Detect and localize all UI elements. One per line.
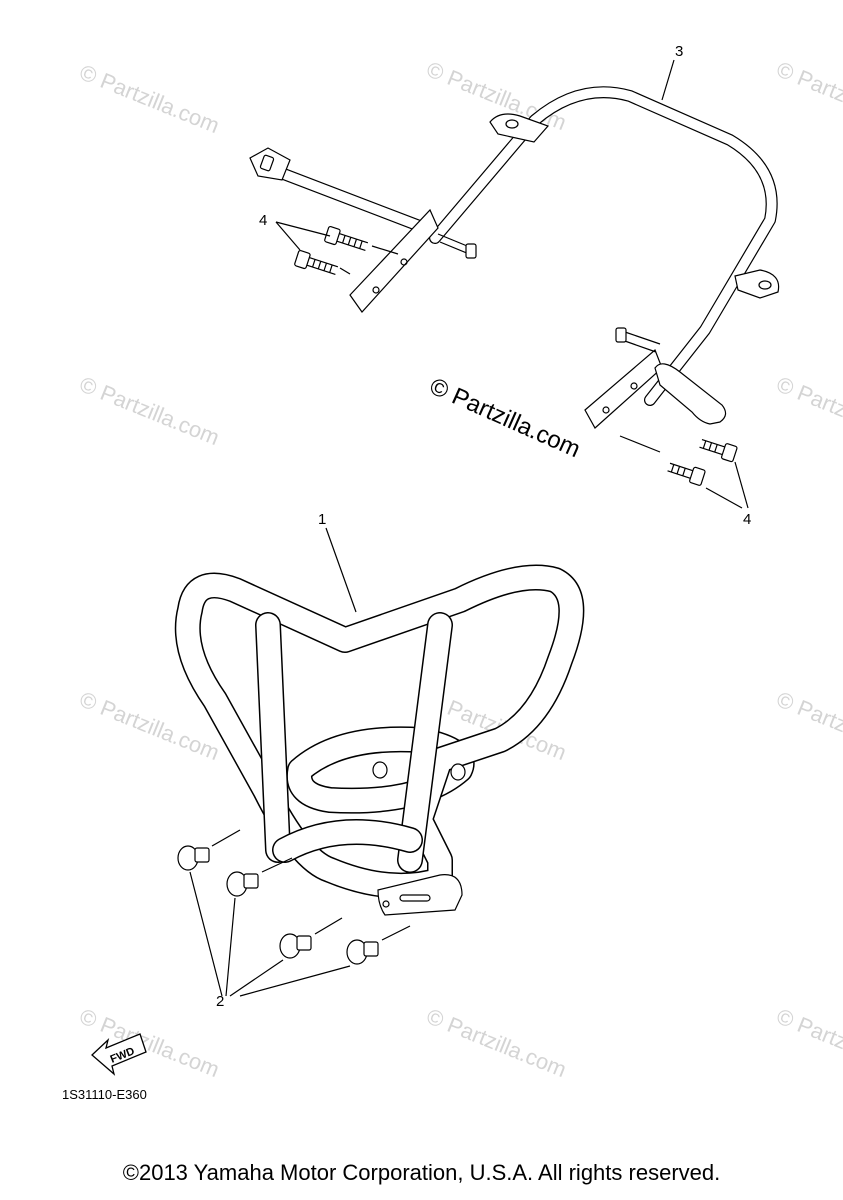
watermark: © Partzilla.com bbox=[773, 56, 843, 135]
leader-1 bbox=[325, 527, 357, 613]
bolt bbox=[279, 917, 343, 959]
watermark-main: © Partzilla.com bbox=[426, 373, 585, 463]
watermark: © Partzilla.com bbox=[76, 1003, 223, 1082]
watermark: © Partzilla.com bbox=[423, 1003, 570, 1082]
part-4-bolts-left bbox=[275, 221, 399, 276]
part-4-bolts-right bbox=[619, 435, 749, 509]
leader-3 bbox=[661, 59, 675, 101]
watermark: © Partzilla.com bbox=[773, 686, 843, 765]
callout-1: 1 bbox=[318, 511, 326, 528]
watermark: © Partzilla.com bbox=[773, 371, 843, 450]
bolt bbox=[346, 925, 411, 965]
bolt bbox=[177, 829, 241, 871]
callout-4-left: 4 bbox=[259, 212, 267, 229]
callout-2: 2 bbox=[216, 993, 224, 1010]
callout-4-right: 4 bbox=[743, 511, 751, 528]
watermark: © Partzilla.com bbox=[773, 1003, 843, 1082]
copyright-notice: ©2013 Yamaha Motor Corporation, U.S.A. A… bbox=[122, 1160, 721, 1185]
diagram-code: 1S31110-E360 bbox=[62, 1087, 147, 1102]
bolt bbox=[226, 857, 293, 897]
part-2-bolts bbox=[177, 829, 411, 997]
watermark: © Partzilla.com bbox=[76, 59, 223, 138]
watermark: © Partzilla.com bbox=[76, 371, 223, 450]
part-3-grab-bar bbox=[249, 86, 780, 429]
part-1-front-guard bbox=[174, 564, 585, 916]
callout-3: 3 bbox=[675, 43, 683, 60]
